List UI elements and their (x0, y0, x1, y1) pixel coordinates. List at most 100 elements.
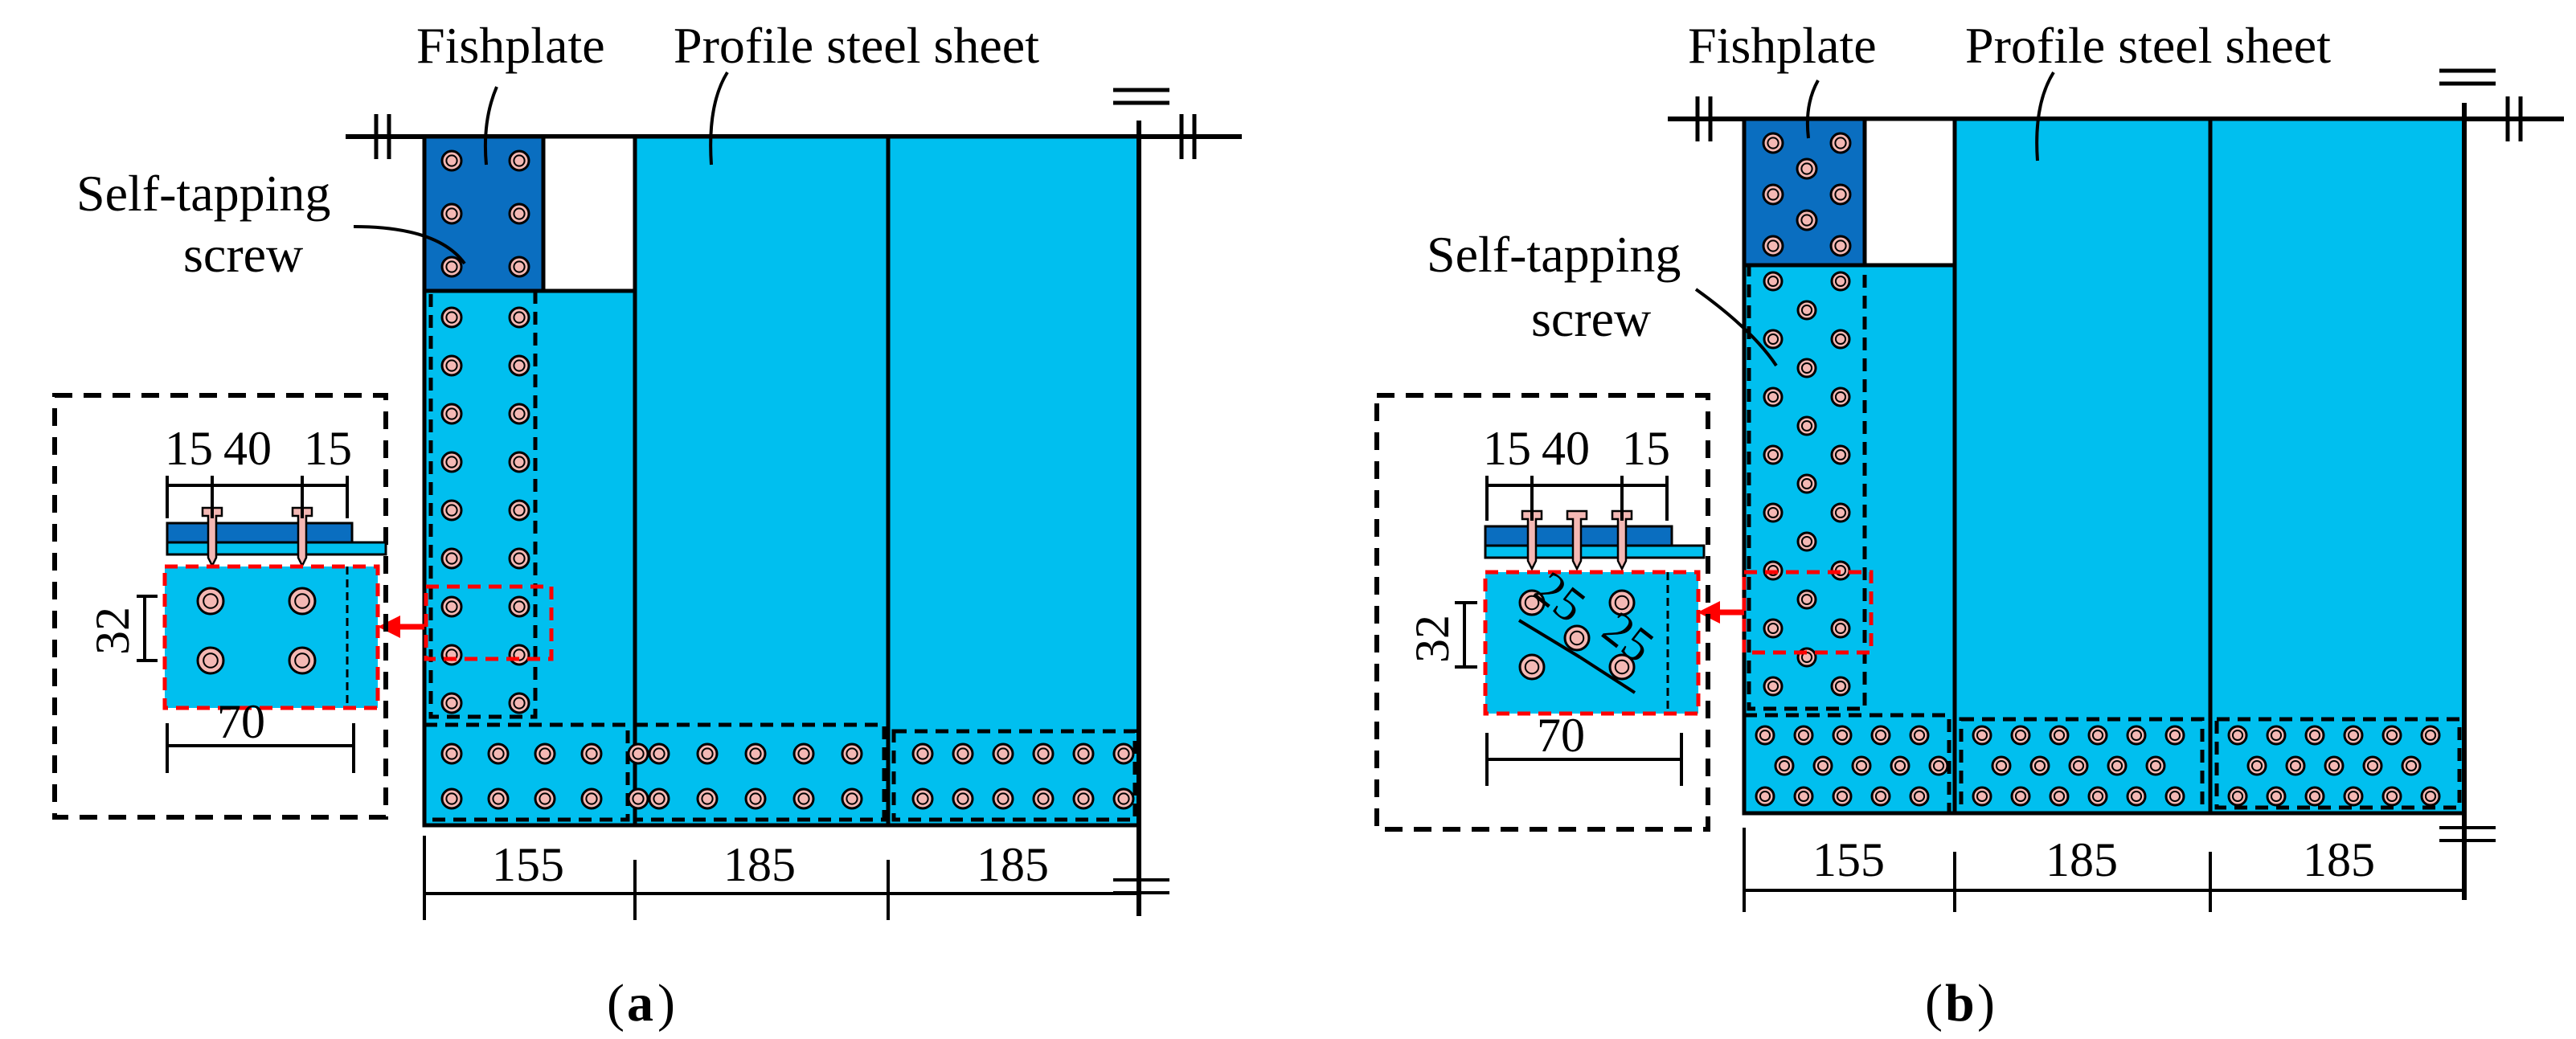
screw-hole (1796, 358, 1817, 378)
detail-dim-diagonal (1517, 619, 1636, 694)
screw-head (1913, 790, 1926, 803)
screw-hole (696, 742, 719, 765)
screw-hole (2049, 786, 2070, 807)
screw-head (1797, 790, 1810, 803)
screw-hole (2087, 725, 2108, 746)
screw-head (203, 652, 219, 669)
screw-hole (508, 451, 530, 473)
screw-head (585, 792, 598, 805)
bottom-dim-lines (1743, 826, 2496, 912)
screw-hole (992, 742, 1014, 765)
screw-hole (2343, 786, 2364, 807)
screw-hole (2164, 725, 2185, 746)
screw-hole (1112, 742, 1135, 765)
screw-head (1874, 790, 1887, 803)
screw-hole (2381, 725, 2402, 746)
screw-hole (1518, 589, 1546, 616)
screw-hole (1032, 742, 1055, 765)
screw-head (1569, 630, 1585, 646)
screw-head (749, 792, 762, 805)
detail-dim-top (166, 476, 349, 518)
screw-head (1767, 622, 1779, 635)
screw-head (2033, 759, 2046, 772)
screw-hole (508, 256, 530, 278)
screw-head (445, 792, 458, 805)
screw-hole (2343, 725, 2364, 746)
dim-40: 40 (223, 422, 272, 475)
screw-hole (196, 587, 225, 616)
highlight-region (1742, 570, 1874, 655)
screw-head (1800, 477, 1813, 490)
screw-head (2169, 790, 2181, 803)
label-screw-line1: Self-tapping (1427, 226, 1681, 283)
screw-head (1614, 595, 1630, 611)
screw-head (445, 600, 458, 613)
detail-dim-width (166, 723, 355, 773)
screw-hole (1755, 725, 1775, 746)
screw-head (513, 407, 526, 420)
bottom-dim-1: 155 (492, 838, 564, 891)
detail-box (1374, 393, 1710, 832)
screw-head (1759, 790, 1771, 803)
screw-hole (1762, 235, 1784, 257)
screw-holes-b (1755, 132, 2441, 807)
screw-head (2014, 729, 2027, 742)
gap-area (541, 134, 637, 293)
screw-head (445, 504, 458, 517)
screw-head (2053, 790, 2066, 803)
screw-hole (196, 646, 225, 675)
screw-hole (1763, 618, 1784, 639)
screw-hole (1796, 589, 1817, 610)
screw-head (585, 747, 598, 760)
screw-hole (508, 306, 530, 329)
screw-hole (1796, 209, 1818, 231)
screw-head (445, 407, 458, 420)
dim-70: 70 (1537, 709, 1585, 762)
screw-zone-bottom-2 (633, 722, 887, 822)
screw-hole (2126, 786, 2147, 807)
screw-head (1976, 790, 1988, 803)
screw-head (2347, 729, 2360, 742)
screw-hole (1830, 676, 1851, 697)
screw-hole (440, 787, 463, 810)
screw-hole (440, 644, 463, 666)
detail-dim-width (1485, 733, 1683, 786)
screw-head (2130, 790, 2143, 803)
label-profile-sheet: Profile steel sheet (674, 17, 1039, 74)
screw-head (1524, 595, 1540, 611)
break-mark-left (374, 114, 391, 159)
screw-head (513, 456, 526, 468)
screw-hole (2227, 786, 2248, 807)
screw-head (2308, 790, 2321, 803)
screw-head (1836, 790, 1849, 803)
screw-head (2250, 759, 2263, 772)
screw-head (2072, 759, 2085, 772)
detail-arrow (1698, 601, 1744, 624)
screw-hole (1829, 235, 1852, 257)
screw-hole (487, 787, 510, 810)
screw-hole (2068, 755, 2089, 776)
screw-head (492, 792, 505, 805)
screw-hole (792, 742, 815, 765)
screw-head (1836, 729, 1849, 742)
screw-hole (1112, 787, 1135, 810)
screw-head (2386, 729, 2398, 742)
screw-hole (2324, 755, 2345, 776)
label-screw-line1: Self-tapping (76, 165, 330, 222)
screw-hole (2010, 786, 2031, 807)
screw-hole (508, 403, 530, 425)
screw-head (2347, 790, 2360, 803)
screw-hole (1830, 618, 1851, 639)
screw-hole (1563, 624, 1591, 652)
screw-head (2405, 759, 2418, 772)
screw-hole (580, 742, 603, 765)
screw-head (445, 207, 458, 220)
dim-70: 70 (217, 695, 265, 748)
screw-hole (440, 595, 463, 618)
leader-fishplate (1805, 80, 1820, 139)
screw-hole (911, 787, 934, 810)
screw-hole (2087, 786, 2108, 807)
screw-head (2424, 729, 2437, 742)
screw-head (1614, 659, 1630, 675)
screw-head (653, 747, 666, 760)
